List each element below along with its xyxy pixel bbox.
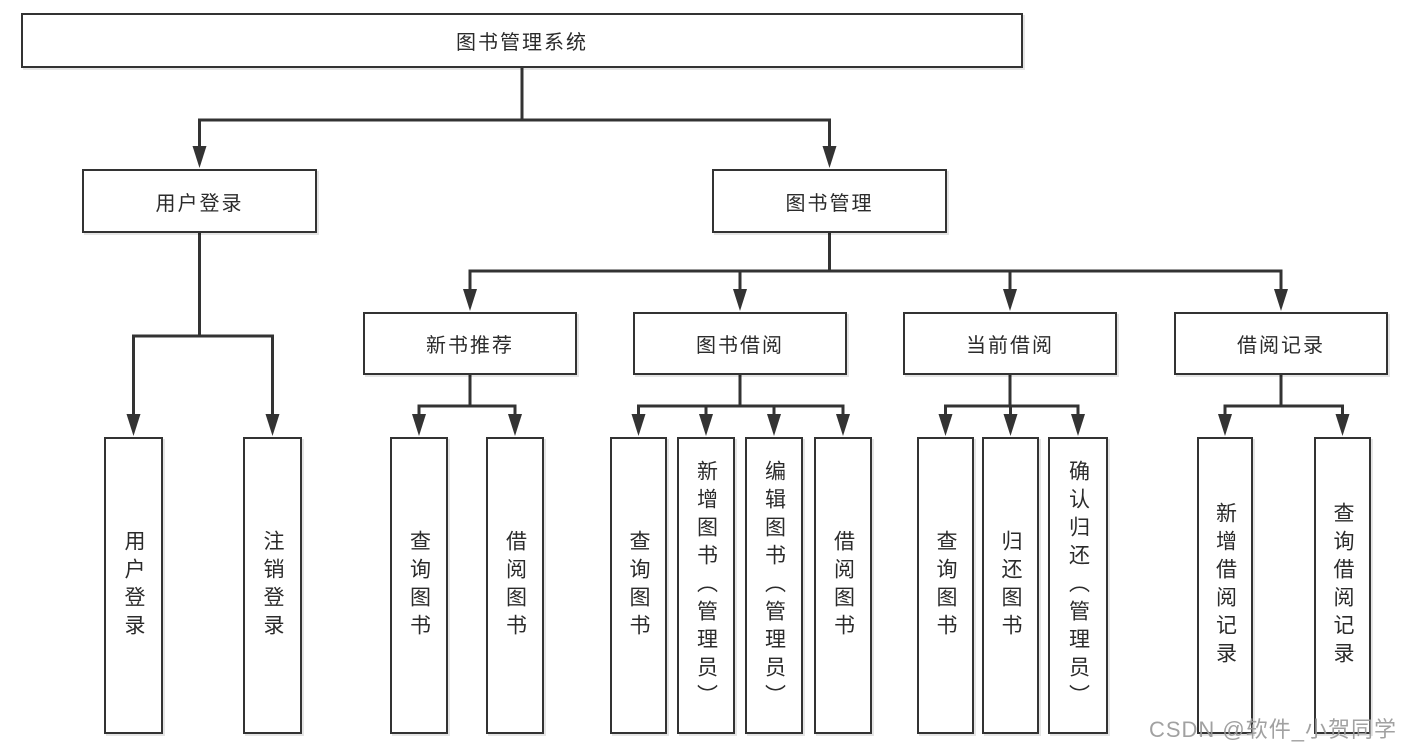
node-current-borrowing: 当前借阅	[903, 312, 1117, 375]
leaf-add-books-admin: 新增图书（管理员）	[677, 437, 735, 734]
watermark-text: CSDN @软件_小贺同学	[1148, 717, 1397, 742]
leaf-query-borrow-record: 查询借阅记录	[1314, 437, 1371, 734]
node-label: 当前借阅	[966, 335, 1054, 357]
node-label: 借阅图书	[831, 529, 855, 642]
node-label: 用户登录	[155, 192, 244, 215]
node-label: 图书借阅	[696, 335, 784, 357]
node-label: 查询图书	[627, 529, 650, 642]
arrowheads	[126, 146, 1350, 436]
node-label: 借阅图书	[503, 529, 527, 642]
node-label: 查询图书	[407, 529, 431, 642]
leaf-query-books-3: 查询图书	[917, 437, 974, 734]
node-label: 查询图书	[934, 529, 957, 642]
node-borrowing-records: 借阅记录	[1174, 312, 1388, 375]
leaf-query-books-2: 查询图书	[610, 437, 667, 734]
node-book-borrowing: 图书借阅	[633, 312, 847, 375]
node-label: 新书推荐	[426, 335, 514, 357]
node-label: 新增图书（管理员）	[694, 459, 718, 712]
node-label: 归还图书	[999, 529, 1022, 642]
node-new-book-recommendation: 新书推荐	[363, 312, 577, 375]
leaf-query-books-1: 查询图书	[390, 437, 448, 734]
leaf-borrow-books-1: 借阅图书	[486, 437, 544, 734]
leaf-logout-login: 注销登录	[243, 437, 302, 734]
node-label: 确认归还（管理员）	[1066, 459, 1090, 712]
node-label: 查询借阅记录	[1331, 501, 1354, 670]
node-label: 图书管理	[785, 192, 874, 215]
leaf-return-books: 归还图书	[982, 437, 1039, 734]
node-user-login: 用户登录	[82, 169, 317, 233]
node-label: 借阅记录	[1237, 335, 1325, 357]
leaf-user-login: 用户登录	[104, 437, 163, 734]
leaf-borrow-books-2: 借阅图书	[814, 437, 872, 734]
node-label: 图书管理系统	[456, 32, 588, 54]
node-label: 用户登录	[122, 529, 145, 642]
node-label: 注销登录	[261, 529, 284, 642]
node-label: 编辑图书（管理员）	[762, 459, 786, 712]
leaf-confirm-return-admin: 确认归还（管理员）	[1048, 437, 1108, 734]
leaf-add-borrow-record: 新增借阅记录	[1197, 437, 1253, 734]
node-label: 新增借阅记录	[1213, 501, 1237, 670]
node-book-management: 图书管理	[712, 169, 947, 233]
node-library-management-system: 图书管理系统	[21, 13, 1023, 68]
leaf-edit-books-admin: 编辑图书（管理员）	[745, 437, 803, 734]
